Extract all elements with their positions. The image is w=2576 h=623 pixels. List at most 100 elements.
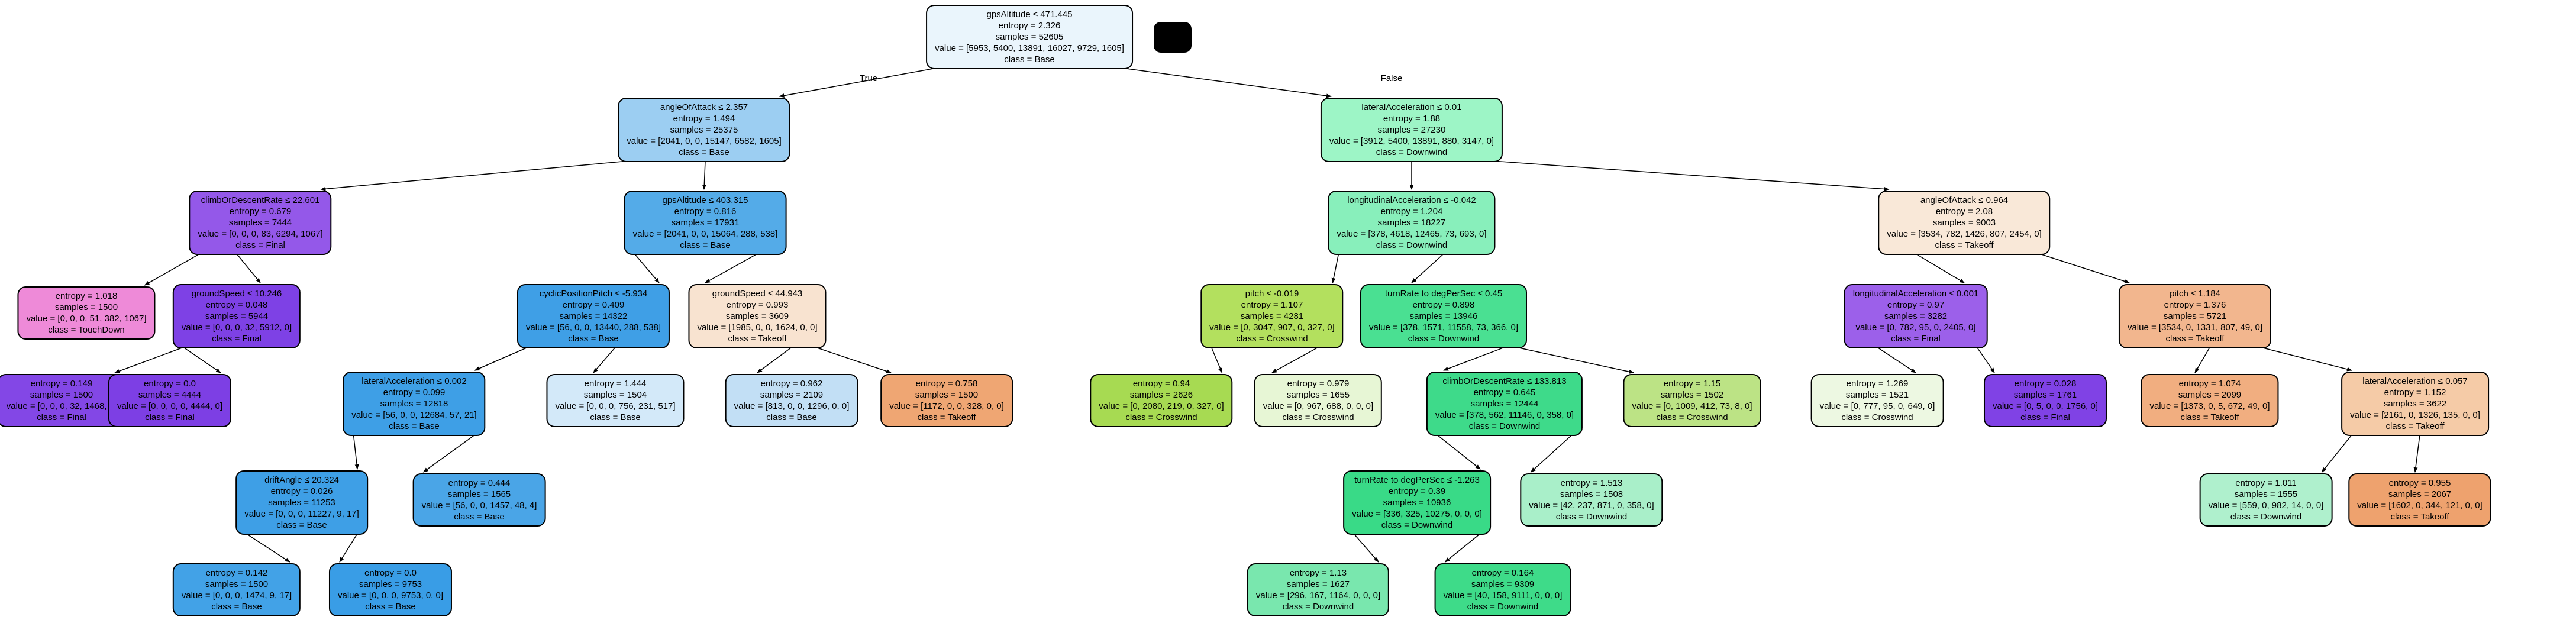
node-condition: turnRate to degPerSec ≤ 0.45 [1384,289,1503,299]
tree-edge [1353,533,1379,563]
tree-edge [1877,347,1916,373]
node-samples: samples = 11253 [268,498,335,508]
node-condition: groundSpeed ≤ 44.943 [712,289,803,299]
tree-edge [2039,253,2130,283]
node-value: value = [0, 3047, 907, 0, 327, 0] [1209,322,1335,333]
node-class: class = Base [680,240,731,250]
tree-edge [2260,347,2352,372]
node-value: value = [296, 167, 1164, 0, 0, 0] [1255,590,1381,601]
node-condition: cyclicPositionPitch ≤ -5.934 [539,289,648,299]
node-samples: samples = 12818 [380,399,448,409]
node-class: class = Final [2020,412,2070,422]
node-value: value = [0, 5, 0, 0, 1756, 0] [1992,401,2099,411]
node-value: value = [813, 0, 0, 1296, 0, 0] [734,401,850,411]
node-class: class = Base [389,421,440,431]
node-class: class = Takeoff [2390,512,2449,522]
node-value: value = [0, 0, 0, 1474, 9, 17] [181,590,292,601]
tree-edge [593,347,616,373]
node-value: value = [0, 1009, 412, 73, 8, 0] [1632,401,1752,411]
node-class: class = Crosswind [1282,412,1354,422]
node-condition: longitudinalAcceleration ≤ -0.042 [1347,195,1476,205]
edge-label-false: False [1380,73,1403,83]
tree-edge [2413,434,2420,473]
node-value: value = [1985, 0, 0, 1624, 0, 0] [697,322,818,333]
node-class: class = Downwind [1376,147,1448,157]
node-value: value = [336, 325, 10275, 0, 0, 0] [1352,509,1482,519]
node-entropy: entropy = 0.97 [1887,300,1945,310]
node-class: class = Base [766,412,817,422]
node-class: class = Takeoff [917,412,976,422]
node-condition: lateralAcceleration ≤ 0.057 [2362,376,2468,386]
node-value: value = [559, 0, 982, 14, 0, 0] [2208,501,2324,511]
node-entropy: entropy = 1.444 [584,379,647,389]
node-value: value = [5953, 5400, 13891, 16027, 9729,… [935,43,1124,53]
node-class: class = Crosswind [1841,412,1913,422]
node-class: class = Base [365,602,416,612]
node-class: class = Downwind [1408,334,1480,344]
node-condition: angleOfAttack ≤ 2.357 [660,102,748,112]
node-condition: driftAngle ≤ 20.324 [264,475,339,485]
node-condition: gpsAltitude ≤ 471.445 [986,9,1073,20]
tree-edge [1210,347,1223,373]
node-entropy: entropy = 0.149 [30,379,93,389]
node-value: value = [40, 158, 9111, 0, 0, 0] [1443,590,1563,601]
node-samples: samples = 27230 [1377,125,1446,135]
tree-edge [2194,347,2210,373]
node-entropy: entropy = 0.028 [2014,379,2077,389]
node-condition: gpsAltitude ≤ 403.315 [662,195,748,205]
node-samples: samples = 2626 [1129,390,1193,400]
node-class: class = Downwind [1376,240,1448,250]
node-samples: samples = 1521 [1845,390,1909,400]
node-value: value = [0, 0, 0, 11227, 9, 17] [244,509,359,519]
tree-edge [144,253,200,286]
node-value: value = [2041, 0, 0, 15064, 288, 538] [632,229,778,239]
node-class: class = Downwind [1468,421,1541,431]
node-class: class = Takeoff [2180,412,2239,422]
node-samples: samples = 3609 [725,311,789,321]
node-class: class = Downwind [1467,602,1539,612]
node-samples: samples = 7444 [228,218,292,228]
node-value: value = [0, 0, 0, 9753, 0, 0] [337,590,444,601]
tree-edge [779,67,937,98]
node-class: class = Final [235,240,285,250]
tree-edge [2321,434,2352,473]
node-value: value = [0, 967, 688, 0, 0, 0] [1263,401,1374,411]
node-samples: samples = 4281 [1240,311,1304,321]
node-value: value = [3534, 0, 1331, 807, 49, 0] [2127,322,2263,333]
node-class: class = Final [37,412,86,422]
node-value: value = [378, 4618, 12465, 73, 693, 0] [1337,229,1487,239]
node-samples: samples = 14322 [559,311,628,321]
node-condition: climbOrDescentRate ≤ 133.813 [1442,376,1567,386]
tree-edge [183,347,221,373]
node-entropy: entropy = 1.107 [1241,300,1303,310]
node-class: class = Final [212,334,262,344]
node-value: value = [0, 0, 0, 51, 382, 1067] [26,314,147,324]
node-entropy: entropy = 1.376 [2164,300,2226,310]
node-class: class = Base [568,334,619,344]
node-entropy: entropy = 1.204 [1380,206,1443,217]
node-entropy: entropy = 1.494 [673,114,735,124]
node-class: class = Downwind [1282,602,1354,612]
node-condition: angleOfAttack ≤ 0.964 [1920,195,2009,205]
node-condition: pitch ≤ 1.184 [2170,289,2220,299]
node-entropy: entropy = 0.409 [562,300,625,310]
node-entropy: entropy = 0.0 [144,379,196,389]
tree-edge [353,434,359,470]
